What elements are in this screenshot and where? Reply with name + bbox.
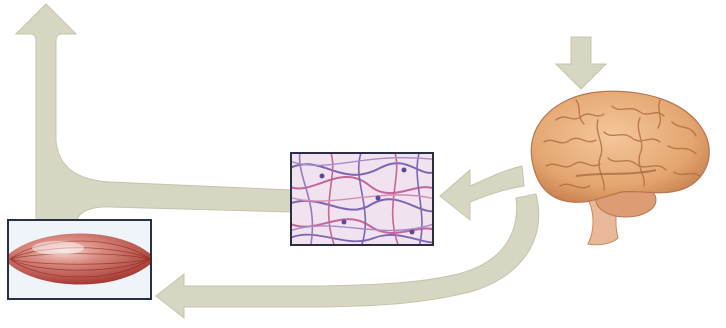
brain-to-muscle-arrow — [155, 193, 540, 320]
muscle-frame — [7, 219, 152, 300]
muscle-image — [7, 219, 152, 300]
brain-to-tissue-arrow — [439, 165, 525, 222]
cerebrum — [530, 90, 710, 203]
input-arrow — [554, 36, 608, 90]
tissue-frame — [290, 152, 434, 246]
upward-output-arrow — [14, 3, 293, 229]
nerve-tissue-image — [290, 152, 434, 246]
brain-image — [530, 90, 710, 246]
